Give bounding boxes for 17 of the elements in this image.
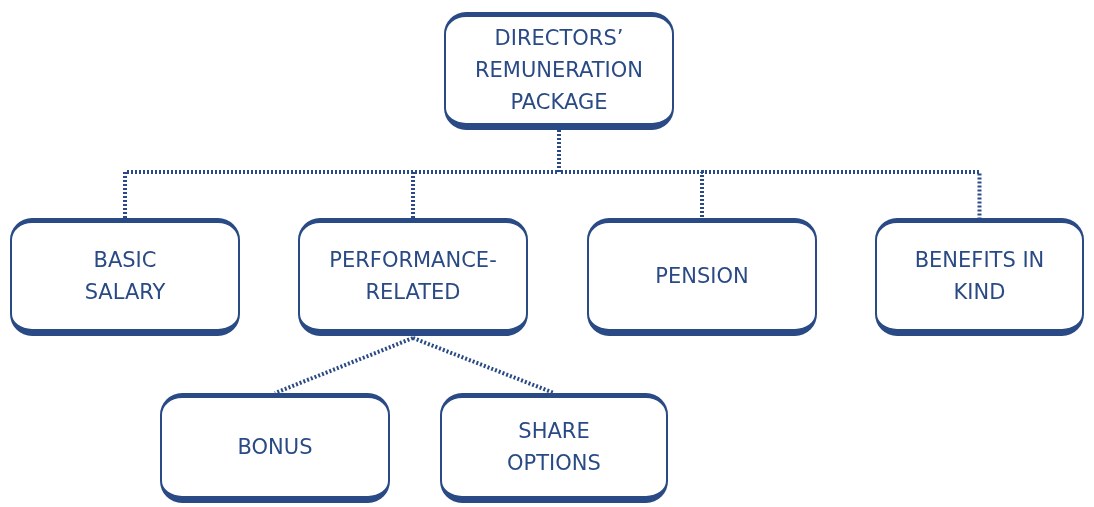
category-box [10,218,240,336]
dotted-connector [557,130,982,218]
box-label: BENEFITS IN KIND [914,247,1045,306]
category-box [160,393,390,503]
category-box [298,218,528,336]
box-label: PERFORMANCE-RELATED [328,247,498,306]
category-box [444,12,674,130]
box-label: PENSION [655,263,749,290]
dotted-connector [274,336,414,395]
box-label: BASIC SALARY [83,247,167,306]
box-label: DIRECTORS’ REMUNERATION PACKAGE [474,25,644,116]
category-box [440,393,668,503]
category-box [875,218,1084,336]
category-box [587,218,817,336]
box-label: SHARE OPTIONS [506,418,602,477]
box-label: BONUS [237,434,313,461]
dotted-connector [412,336,555,395]
